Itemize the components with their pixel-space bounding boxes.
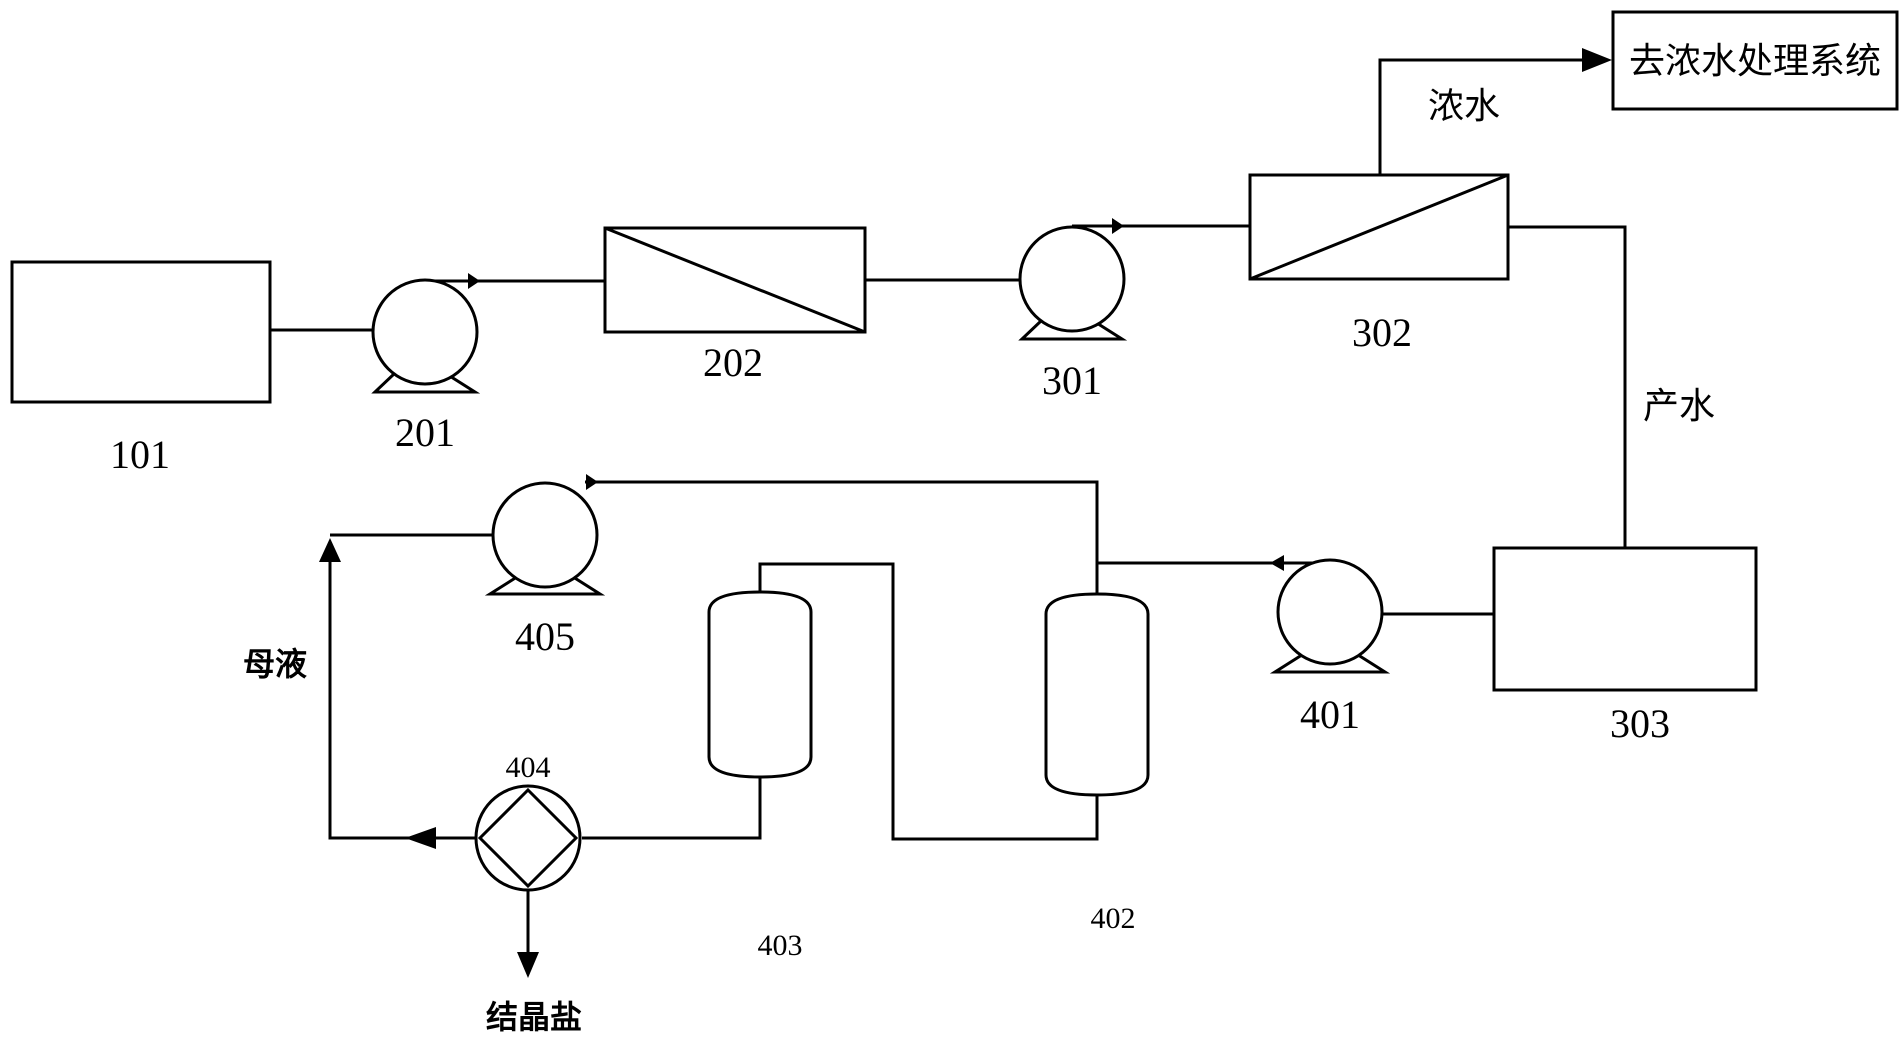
arrow-right-icon xyxy=(468,273,480,289)
crystallizer-body xyxy=(474,784,582,892)
arrow-left-icon xyxy=(1270,555,1284,571)
label-402: 402 xyxy=(1091,902,1136,935)
label-403: 403 xyxy=(758,929,803,962)
membrane-diagonal xyxy=(1249,173,1509,281)
pipe-mother-liquor xyxy=(328,550,476,840)
arrow-left-icon xyxy=(405,827,436,849)
label-to-concentrate-system: 去浓水处理系统 xyxy=(1629,41,1881,82)
pump-301 xyxy=(1018,225,1128,341)
pump-201 xyxy=(371,278,481,394)
crystallizer-diamond-icon xyxy=(477,787,579,889)
membrane-202 xyxy=(603,226,867,334)
label-405: 405 xyxy=(515,614,575,659)
label-concentrate: 浓水 xyxy=(1428,86,1500,127)
label-303: 303 xyxy=(1610,701,1670,746)
pump-body xyxy=(491,481,599,589)
label-401: 401 xyxy=(1300,692,1360,737)
pipe-concentrate-out xyxy=(1378,58,1595,175)
label-mother-liquor: 母液 xyxy=(243,645,307,683)
column-403 xyxy=(707,590,813,779)
label-product-water: 产水 xyxy=(1643,386,1715,427)
column-402 xyxy=(1044,592,1150,797)
label-201: 201 xyxy=(395,410,455,455)
pump-401 xyxy=(1269,558,1391,674)
tank-101 xyxy=(10,260,272,404)
label-202: 202 xyxy=(703,340,763,385)
stream-labels: 浓水 去浓水处理系统 产水 母液 结晶盐 xyxy=(243,41,1881,1036)
crystallizer-404 xyxy=(474,784,582,892)
pump-body xyxy=(1018,225,1126,333)
label-301: 301 xyxy=(1042,358,1102,403)
concentrate-treatment-box xyxy=(1611,10,1899,111)
label-crystal-salt: 结晶盐 xyxy=(486,998,582,1036)
pipe-product-water xyxy=(1508,225,1627,548)
arrow-right-icon xyxy=(586,474,598,490)
pump-body xyxy=(1276,558,1384,666)
pipe-403-to-404 xyxy=(582,777,762,840)
membrane-diagonal xyxy=(604,226,866,334)
pump-body xyxy=(371,278,479,386)
arrow-down-icon xyxy=(517,952,539,978)
pump-405 xyxy=(484,481,606,596)
unit-labels: 101 201 202 301 302 303 401 402 403 404 … xyxy=(110,310,1670,962)
label-404: 404 xyxy=(506,751,551,784)
pipe-402-to-403 xyxy=(758,562,1099,841)
label-101: 101 xyxy=(110,432,170,477)
arrow-right-icon xyxy=(1112,218,1124,234)
membrane-302 xyxy=(1248,173,1510,281)
arrow-right-icon xyxy=(1582,48,1612,72)
tank-303 xyxy=(1492,546,1758,692)
pipe-junction-to-405 xyxy=(585,480,1099,594)
label-302: 302 xyxy=(1352,310,1412,355)
arrow-up-icon xyxy=(319,538,341,562)
